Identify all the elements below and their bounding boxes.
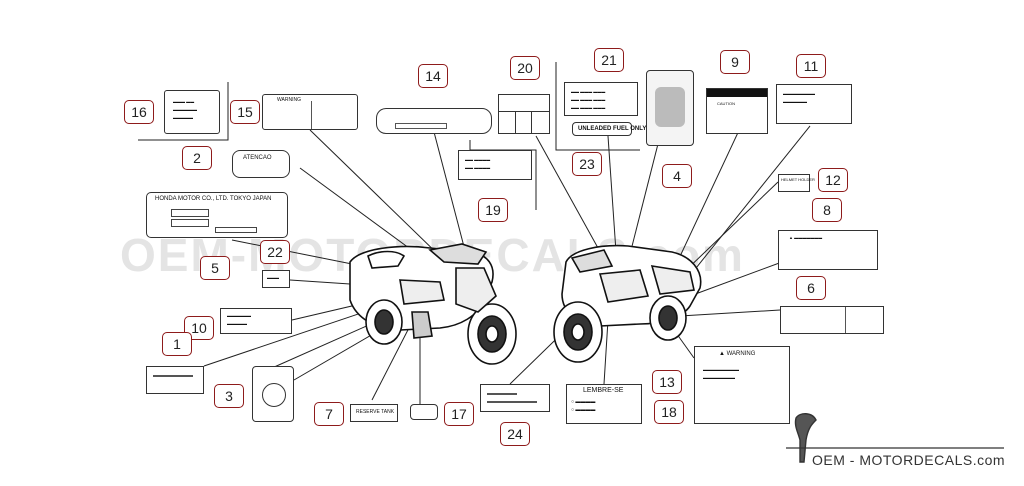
callout-23: 23 [572, 152, 602, 176]
decal-7-reserve: RESERVE TANK [350, 404, 398, 422]
decal-8: ▲ ▬▬▬▬▬▬▬ [778, 230, 878, 270]
callout-13: 13 [652, 370, 682, 394]
brand-logo-mark [794, 413, 817, 463]
callout-14: 14 [418, 64, 448, 88]
decal-11: ▬▬▬▬▬▬▬▬ ▬▬▬▬▬▬ [776, 84, 852, 124]
decal-23-unleaded: UNLEADED FUEL ONLY [572, 122, 646, 136]
decal-10: ▬▬▬▬▬▬ ▬▬▬▬▬ [220, 308, 292, 334]
callout-11: 11 [796, 54, 826, 78]
callout-18: 18 [654, 400, 684, 424]
decal-9: CAUTION [706, 88, 768, 134]
decal-6 [780, 306, 884, 334]
callout-15: 15 [230, 100, 260, 124]
callout-6: 6 [796, 276, 826, 300]
brand-text[interactable]: OEM - MOTORDECALS.com [812, 452, 1006, 468]
callout-8: 8 [812, 198, 842, 222]
callout-16: 16 [124, 100, 154, 124]
callout-5: 5 [200, 256, 230, 280]
decal-19: ▬▬ ▬▬▬▬ ▬▬ ▬▬▬▬ [458, 150, 532, 180]
callout-9: 9 [720, 50, 750, 74]
callout-3: 3 [214, 384, 244, 408]
decal-2-atencao: ATENCAO [232, 150, 290, 178]
decal-21: ▬▬ ▬▬▬ ▬▬▬ ▬▬ ▬▬▬ ▬▬▬ ▬▬ ▬▬▬ ▬▬▬ [564, 82, 638, 116]
decal-14 [376, 108, 492, 134]
decal-17 [410, 404, 438, 420]
decal-20 [498, 94, 550, 134]
callout-17: 17 [444, 402, 474, 426]
decal-22: ▬▬▬ [262, 270, 290, 288]
callout-2: 2 [182, 146, 212, 170]
decal-13-warning: ▲ WARNING ▬▬▬▬▬▬▬▬▬ ▬▬▬▬▬▬▬▬ [694, 346, 790, 424]
decal-3 [252, 366, 294, 422]
decal-24 [480, 384, 550, 412]
decal-12-helmet: HELMET HOLDER [778, 174, 815, 192]
decal-15: WARNING [262, 94, 358, 130]
decal-1 [146, 366, 204, 394]
callout-1: 1 [162, 332, 192, 356]
callout-19: 19 [478, 198, 508, 222]
callout-22: 22 [260, 240, 290, 264]
decal-16: ▬▬▬ ▬▬ ▬▬▬▬▬▬ ▬▬▬▬▬ [164, 90, 220, 134]
decal-5-plate: HONDA MOTOR CO., LTD. TOKYO JAPAN [146, 192, 288, 238]
callout-20: 20 [510, 56, 540, 80]
callout-4: 4 [662, 164, 692, 188]
callout-12: 12 [818, 168, 848, 192]
callout-24: 24 [500, 422, 530, 446]
callout-21: 21 [594, 48, 624, 72]
decal-18-lembrese: LEMBRE-SE ○ ▬▬▬▬ ○ ▬▬▬▬ [566, 384, 642, 424]
callout-7: 7 [314, 402, 344, 426]
decal-4 [646, 70, 694, 146]
